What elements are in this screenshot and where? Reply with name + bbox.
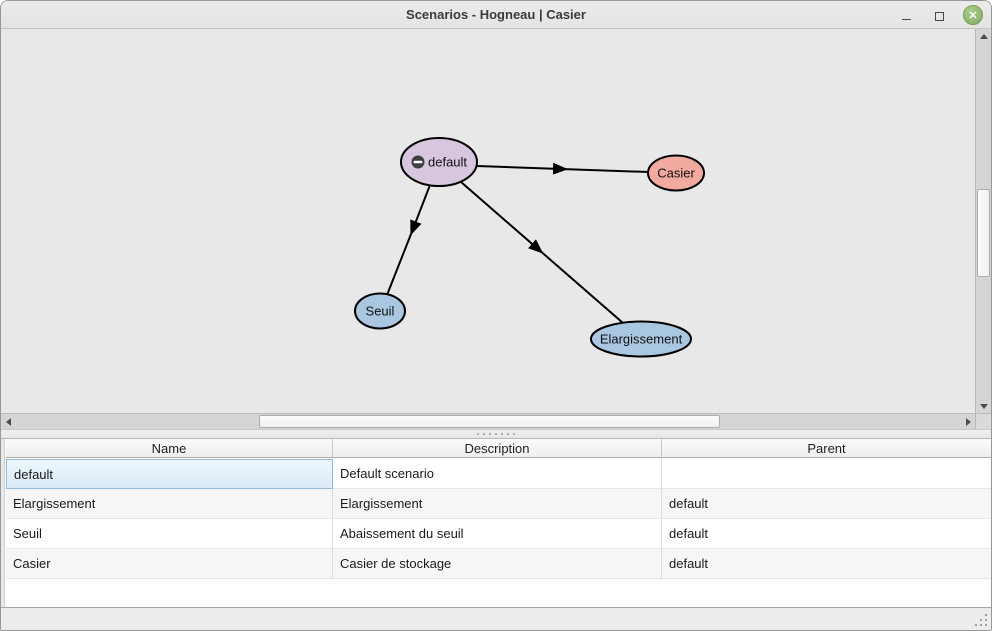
close-icon: ✕ xyxy=(968,9,978,22)
graph-canvas[interactable]: default Casier Seuil Elargissement xyxy=(1,29,975,413)
edge-default-seuil xyxy=(386,184,431,296)
scroll-down-button[interactable] xyxy=(976,399,991,413)
resize-grip[interactable] xyxy=(975,614,987,626)
node-label: Seuil xyxy=(366,304,395,319)
edge-default-elargissement xyxy=(460,181,624,324)
scroll-right-button[interactable] xyxy=(961,414,975,429)
status-bar xyxy=(1,609,991,630)
node-label: Casier xyxy=(657,166,695,181)
graph-node-casier[interactable]: Casier xyxy=(647,154,705,192)
scroll-up-button[interactable] xyxy=(976,29,991,43)
cell-parent[interactable]: default xyxy=(662,519,991,549)
table-row: Elargissement Elargissement default xyxy=(6,489,991,519)
table-header: Name Description Parent xyxy=(6,439,991,458)
table-body: default Default scenario Elargissement E… xyxy=(6,459,991,579)
table-row: Seuil Abaissement du seuil default xyxy=(6,519,991,549)
horizontal-scrollbar[interactable] xyxy=(1,413,975,429)
vertical-scrollbar[interactable] xyxy=(975,29,991,413)
graph-node-seuil[interactable]: Seuil xyxy=(354,292,406,330)
minimize-button[interactable] xyxy=(897,6,915,24)
cell-description[interactable]: Casier de stockage xyxy=(333,549,662,579)
scrollbar-corner xyxy=(975,413,991,429)
cell-name-selected[interactable]: default xyxy=(6,459,333,489)
cell-parent[interactable]: default xyxy=(662,489,991,519)
graph-node-elargissement[interactable]: Elargissement xyxy=(590,320,692,358)
window-controls: ✕ xyxy=(897,1,983,29)
scroll-left-button[interactable] xyxy=(1,414,15,429)
edge-default-casier xyxy=(476,162,649,175)
scroll-down-icon xyxy=(979,403,988,409)
column-header-parent[interactable]: Parent xyxy=(807,440,846,456)
scenario-table: Name Description Parent default Default … xyxy=(1,439,991,608)
cell-description[interactable]: Elargissement xyxy=(333,489,662,519)
scroll-up-icon xyxy=(979,33,988,39)
window-title: Scenarios - Hogneau | Casier xyxy=(406,7,586,22)
minimize-icon xyxy=(901,17,911,20)
table-row: Casier Casier de stockage default xyxy=(6,549,991,579)
column-header-description[interactable]: Description xyxy=(333,439,662,457)
maximize-button[interactable] xyxy=(930,6,948,24)
table-row: default Default scenario xyxy=(6,459,991,489)
resize-grip-dots xyxy=(975,624,977,626)
cell-name[interactable]: Seuil xyxy=(6,519,333,549)
cell-parent[interactable]: default xyxy=(662,549,991,579)
minus-circle-icon xyxy=(411,155,425,169)
titlebar[interactable]: Scenarios - Hogneau | Casier ✕ xyxy=(1,1,991,29)
vertical-scrollbar-thumb[interactable] xyxy=(977,189,990,277)
scroll-right-icon xyxy=(965,417,971,426)
scenario-graph: default Casier Seuil Elargissement xyxy=(354,137,705,358)
cell-description[interactable]: Abaissement du seuil xyxy=(333,519,662,549)
cell-parent[interactable] xyxy=(662,459,991,489)
cell-name[interactable]: Casier xyxy=(6,549,333,579)
node-label: default xyxy=(428,155,467,170)
cell-name[interactable]: Elargissement xyxy=(6,489,333,519)
column-header-name[interactable]: Name xyxy=(6,439,333,457)
close-button[interactable]: ✕ xyxy=(963,5,983,25)
splitter-dots xyxy=(477,433,479,435)
graph-node-default[interactable]: default xyxy=(400,137,478,187)
cell-description[interactable]: Default scenario xyxy=(333,459,662,489)
splitter-handle[interactable] xyxy=(1,429,991,439)
horizontal-scrollbar-thumb[interactable] xyxy=(259,415,720,428)
row-header-strip xyxy=(1,439,5,607)
scenario-graph-area: default Casier Seuil Elargissement xyxy=(1,29,991,429)
maximize-icon xyxy=(934,12,944,21)
node-label: Elargissement xyxy=(600,332,683,347)
scroll-left-icon xyxy=(5,417,11,426)
